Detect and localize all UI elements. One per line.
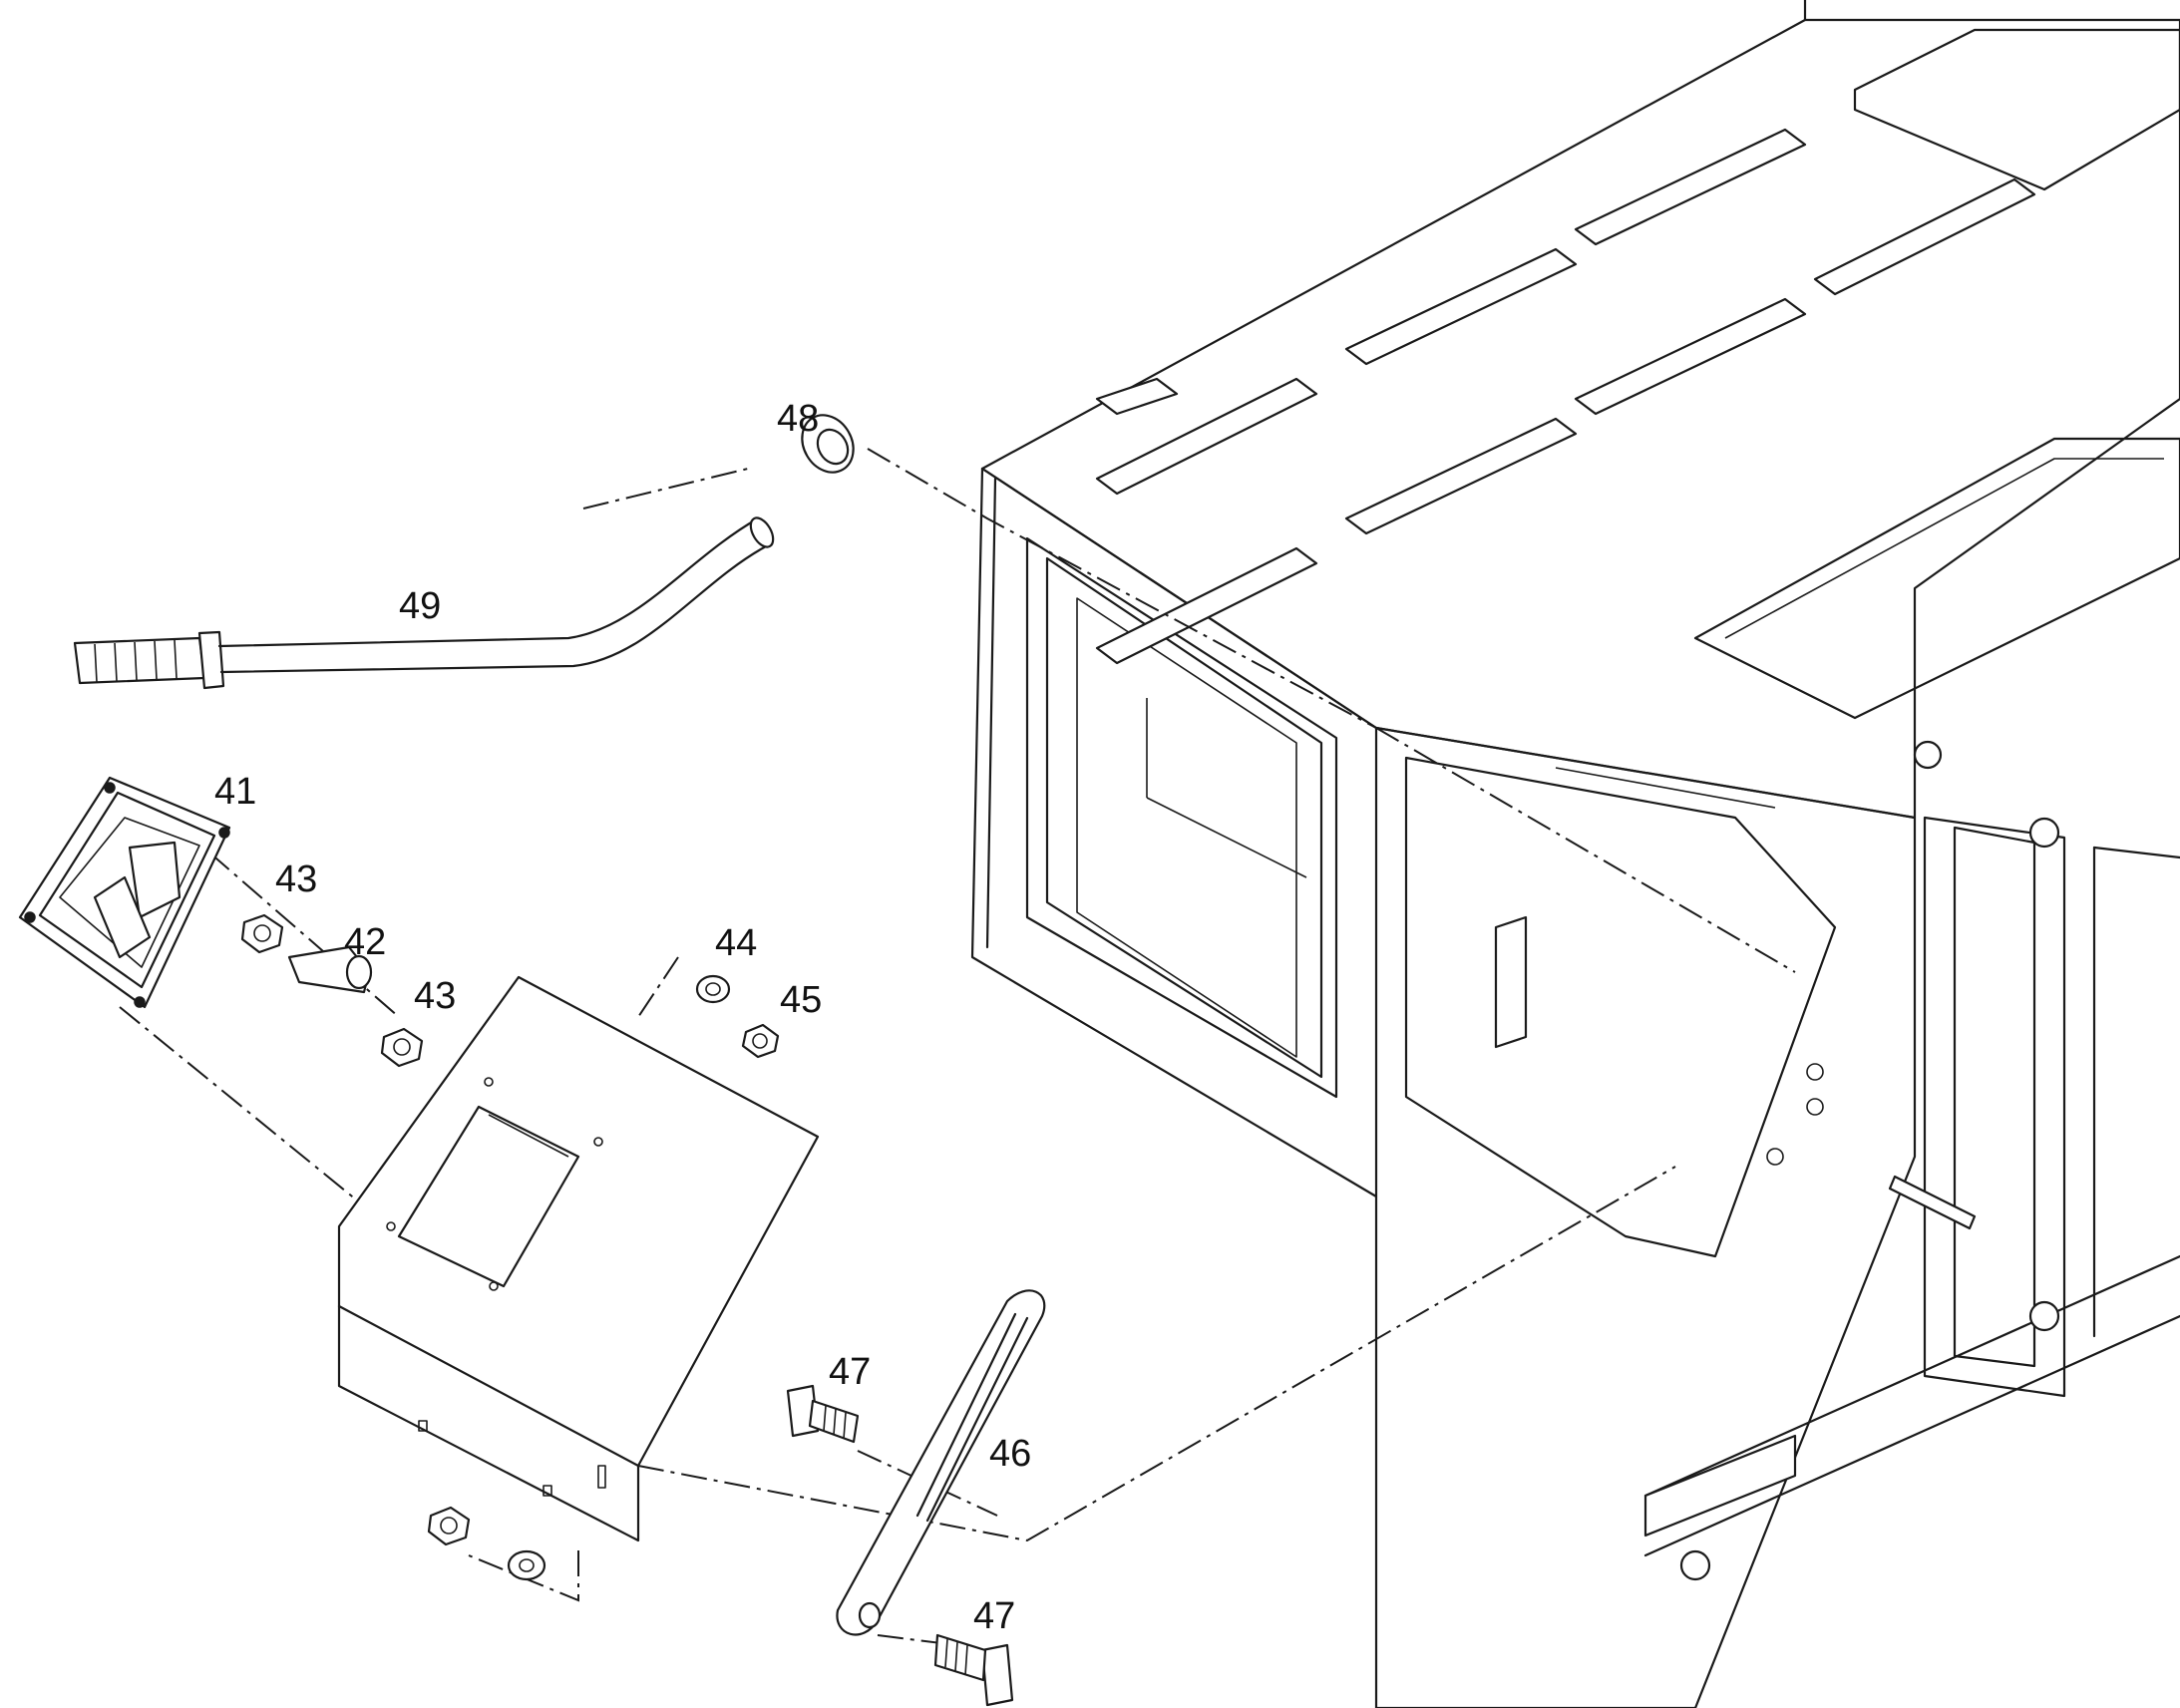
callout-45: 45 [780,979,822,1021]
shoulder-bolt-lower-part [933,1633,1014,1707]
callout-42: 42 [344,921,386,963]
washer-part [695,974,731,1004]
handle-rod-part [73,516,775,690]
callout-41: 41 [214,771,256,813]
callout-44: 44 [715,922,757,964]
callout-49: 49 [399,585,441,627]
shoulder-bolt-upper-part [786,1384,860,1444]
lower-nut-part [427,1506,471,1546]
machine-frame [970,0,2180,1708]
slotted-link-part [836,1289,1046,1636]
callout-47-lower: 47 [973,1595,1015,1637]
lower-washer-part [507,1549,546,1581]
nut-lower-part [380,1027,424,1068]
callout-43-lower: 43 [414,975,456,1017]
callout-43-upper: 43 [275,858,317,900]
bushing-part [801,414,855,474]
nut-upper-part [240,913,284,954]
rod-end-part [287,945,373,994]
callout-48: 48 [777,398,819,440]
latch-part [18,776,231,1009]
callout-47-upper: 47 [829,1351,871,1393]
cover-plate-part [337,975,820,1542]
assembly-leader-lines [119,448,1796,1646]
nut-small-part [741,1023,780,1059]
callout-46: 46 [989,1433,1031,1475]
callout-labels: 41 42 43 43 44 45 46 47 47 48 49 [214,398,1031,1637]
